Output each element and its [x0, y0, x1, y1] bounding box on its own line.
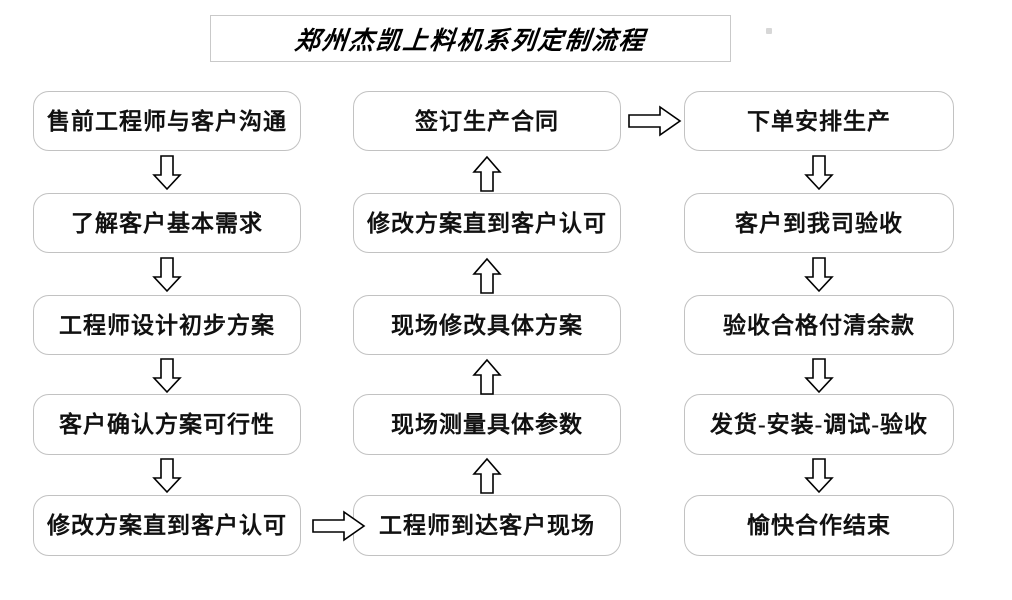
- node-label: 签订生产合同: [415, 108, 559, 134]
- arrow-down-icon: [800, 155, 838, 191]
- arrow-down-icon: [148, 155, 186, 191]
- image-artifact-dot: [766, 28, 772, 34]
- node-label: 客户到我司验收: [735, 210, 903, 236]
- node-place-order-arrange-production[interactable]: 下单安排生产: [684, 91, 954, 151]
- arrow-up-icon: [468, 457, 506, 495]
- node-label: 工程师到达客户现场: [379, 513, 595, 538]
- arrow-up-icon: [468, 358, 506, 396]
- arrow-down-icon: [148, 257, 186, 293]
- node-label: 现场测量具体参数: [391, 412, 583, 437]
- node-label: 愉快合作结束: [747, 513, 891, 538]
- chart-title-box: 郑州杰凯上料机系列定制流程: [210, 15, 731, 62]
- node-understand-requirements[interactable]: 了解客户基本需求: [33, 193, 301, 253]
- node-label: 客户确认方案可行性: [59, 412, 275, 437]
- node-engineer-initial-plan[interactable]: 工程师设计初步方案: [33, 295, 301, 355]
- arrow-down-icon: [800, 358, 838, 394]
- node-label: 下单安排生产: [747, 108, 891, 134]
- node-label: 发货-安装-调试-验收: [710, 412, 928, 437]
- node-label: 工程师设计初步方案: [59, 312, 275, 338]
- node-pre-sales-communication[interactable]: 售前工程师与客户沟通: [33, 91, 301, 151]
- node-cooperation-complete[interactable]: 愉快合作结束: [684, 495, 954, 556]
- node-label: 现场修改具体方案: [391, 312, 583, 338]
- node-engineer-arrives-onsite[interactable]: 工程师到达客户现场: [353, 495, 621, 556]
- arrow-up-icon: [468, 155, 506, 193]
- node-label: 验收合格付清余款: [723, 312, 915, 338]
- page-title: 郑州杰凯上料机系列定制流程: [293, 27, 648, 55]
- arrow-down-icon: [148, 458, 186, 494]
- node-customer-confirm-feasibility[interactable]: 客户确认方案可行性: [33, 394, 301, 455]
- node-revise-until-approved-middle[interactable]: 修改方案直到客户认可: [353, 193, 621, 253]
- node-revise-until-approved-left[interactable]: 修改方案直到客户认可: [33, 495, 301, 556]
- node-label: 了解客户基本需求: [71, 210, 263, 236]
- node-onsite-revise-plan[interactable]: 现场修改具体方案: [353, 295, 621, 355]
- node-onsite-measure-parameters[interactable]: 现场测量具体参数: [353, 394, 621, 455]
- arrow-down-icon: [148, 358, 186, 394]
- arrow-down-icon: [800, 458, 838, 494]
- node-ship-install-debug-accept[interactable]: 发货-安装-调试-验收: [684, 394, 954, 455]
- arrow-right-icon: [312, 509, 366, 543]
- arrow-down-icon: [800, 257, 838, 293]
- node-pay-balance-after-acceptance[interactable]: 验收合格付清余款: [684, 295, 954, 355]
- arrow-right-icon: [628, 104, 682, 138]
- node-label: 售前工程师与客户沟通: [47, 108, 287, 134]
- node-label: 修改方案直到客户认可: [367, 210, 607, 236]
- node-label: 修改方案直到客户认可: [47, 513, 287, 538]
- node-customer-inspection-at-factory[interactable]: 客户到我司验收: [684, 193, 954, 253]
- node-sign-production-contract[interactable]: 签订生产合同: [353, 91, 621, 151]
- arrow-up-icon: [468, 257, 506, 295]
